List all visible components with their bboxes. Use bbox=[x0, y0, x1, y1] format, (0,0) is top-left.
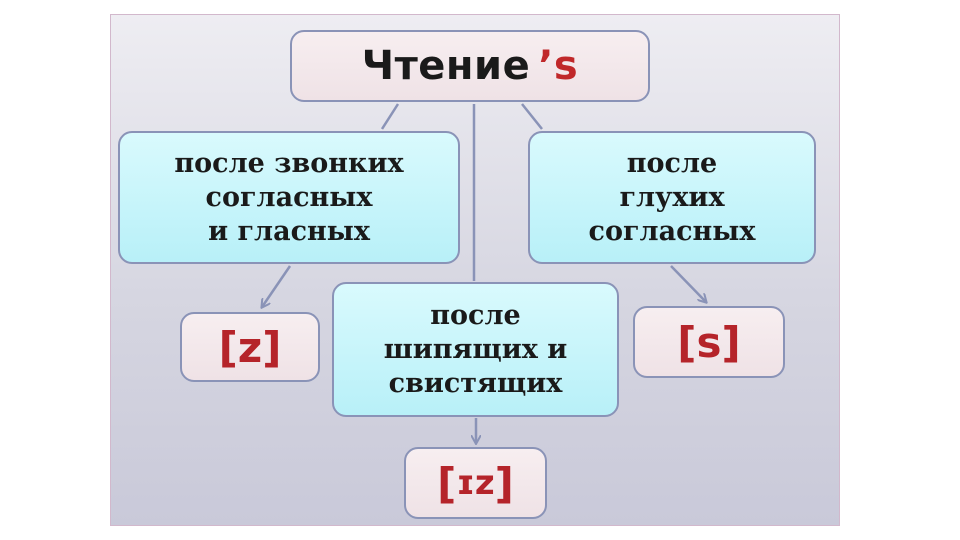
category-voiceless: после глухих согласных bbox=[528, 131, 816, 264]
sound-s: s bbox=[696, 317, 722, 367]
bracket-close: ] bbox=[494, 458, 514, 508]
category-sibilant: после шипящих и свистящих bbox=[332, 282, 619, 417]
category-voiced: после звонких согласных и гласных bbox=[118, 131, 460, 264]
sound-iz-box: [ ɪz ] bbox=[404, 447, 547, 519]
sound-z-box: [ z ] bbox=[180, 312, 320, 382]
category-voiced-line: и гласных bbox=[208, 215, 370, 247]
category-sibilant-line: шипящих и bbox=[383, 333, 568, 365]
title-text: Чтение bbox=[361, 43, 531, 89]
sound-z: z bbox=[237, 322, 263, 372]
sound-iz: ɪz bbox=[456, 463, 495, 503]
category-voiceless-line: после bbox=[626, 147, 718, 179]
arrow-voiced-to-z bbox=[262, 265, 292, 307]
bracket-close: ] bbox=[262, 322, 282, 372]
bracket-open: [ bbox=[218, 322, 238, 372]
arrow-title-to-voiceless bbox=[521, 103, 543, 130]
category-sibilant-line: свистящих bbox=[388, 367, 563, 399]
bracket-open: [ bbox=[437, 458, 457, 508]
bracket-close: ] bbox=[721, 317, 741, 367]
sound-s-box: [ s ] bbox=[633, 306, 785, 378]
arrow-title-to-voiced bbox=[380, 103, 400, 130]
category-voiceless-line: глухих bbox=[619, 181, 725, 213]
category-voiceless-line: согласных bbox=[588, 215, 756, 247]
title-accent: ’s bbox=[538, 43, 579, 89]
title-box: Чтение ’s bbox=[290, 30, 650, 102]
category-voiced-line: после звонких bbox=[174, 147, 404, 179]
bracket-open: [ bbox=[677, 317, 697, 367]
category-sibilant-line: после bbox=[430, 299, 521, 331]
arrow-voiceless-to-s bbox=[670, 265, 706, 302]
category-voiced-line: согласных bbox=[205, 181, 373, 213]
